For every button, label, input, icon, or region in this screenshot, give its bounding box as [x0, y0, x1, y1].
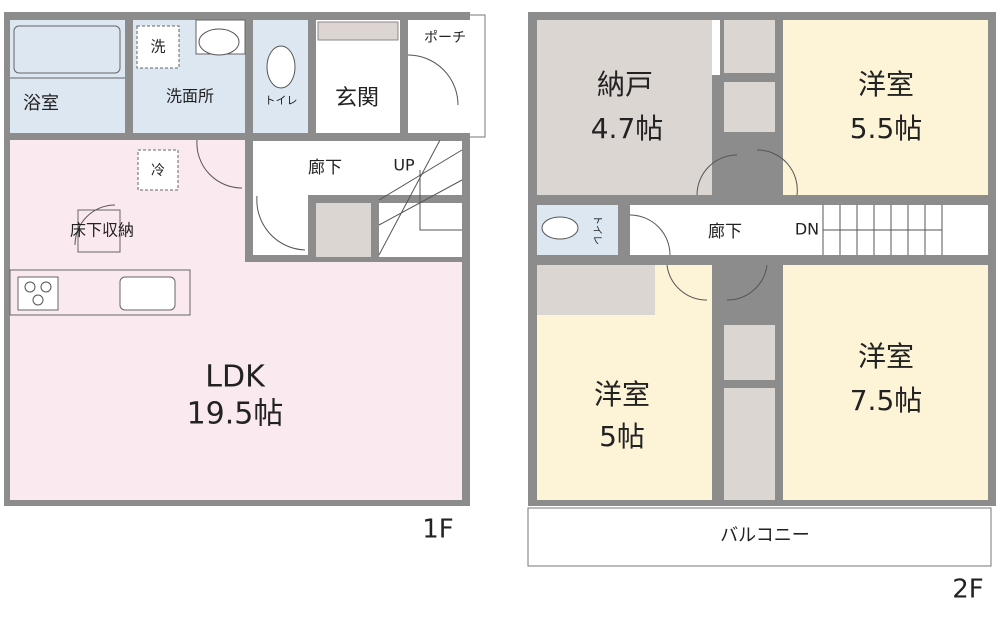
fridge-space [137, 149, 179, 191]
floor-1: 浴室 洗 洗面所 トイレ 玄関 ポーチ 廊下 UP 冷 床下収納 LDK 19.… [4, 12, 486, 545]
closet-2f-sw [537, 265, 655, 315]
underfloor-hatch [77, 209, 121, 253]
hallway-2f-label: 廊下 [708, 222, 742, 242]
storeroom-size: 4.7帖 [591, 112, 664, 145]
toilet-label: トイレ [265, 94, 298, 107]
storeroom [537, 20, 712, 195]
closet-2f-3 [724, 325, 775, 380]
porch-label: ポーチ [424, 30, 466, 46]
hallway-1f [253, 141, 462, 195]
up-label: UP [393, 156, 415, 175]
toilet-2f-icon [541, 216, 579, 240]
western-sw-size: 5帖 [599, 420, 645, 453]
balcony [527, 507, 992, 567]
underfloor-label: 床下収納 [70, 221, 134, 240]
western-se-label: 洋室 [858, 340, 914, 373]
western-ne-size: 5.5帖 [850, 112, 923, 145]
bathtub [13, 25, 121, 74]
floor-2: 納戸 4.7帖 洋室 5.5帖 トイレ 廊下 DN 洋室 5帖 洋室 7.5帖 … [527, 12, 996, 605]
western-se-size: 7.5帖 [850, 384, 923, 417]
toilet-icon [266, 45, 296, 89]
closet-2f-1 [724, 20, 775, 73]
entrance-label: 玄関 [335, 86, 379, 111]
washer-space [136, 25, 180, 69]
western-room-se [783, 265, 988, 500]
down-label: DN [795, 220, 819, 239]
closet-2f-4 [724, 388, 775, 500]
ldk-room [10, 140, 462, 500]
washroom-label: 洗面所 [166, 87, 214, 106]
closet-1f [316, 203, 371, 257]
fridge-label: 冷 [151, 163, 165, 179]
bath-label: 浴室 [23, 93, 59, 114]
washer-label: 洗 [150, 38, 165, 56]
ldk-size: 19.5帖 [187, 397, 284, 432]
storeroom-label: 納戸 [597, 68, 653, 101]
balcony-label: バルコニー [720, 525, 810, 546]
hallway-1f-label: 廊下 [308, 158, 342, 178]
floor2-label: 2F [952, 575, 984, 605]
kitchen-sink [119, 276, 176, 311]
western-ne-label: 洋室 [858, 68, 914, 101]
floor1-label: 1F [422, 515, 454, 545]
shoe-cabinet [317, 21, 399, 41]
closet-2f-2 [724, 82, 775, 132]
toilet-2f-label: トイレ [591, 215, 602, 245]
western-sw-label: 洋室 [594, 378, 650, 411]
western-room-ne [783, 20, 988, 195]
ldk-label: LDK [205, 360, 266, 395]
